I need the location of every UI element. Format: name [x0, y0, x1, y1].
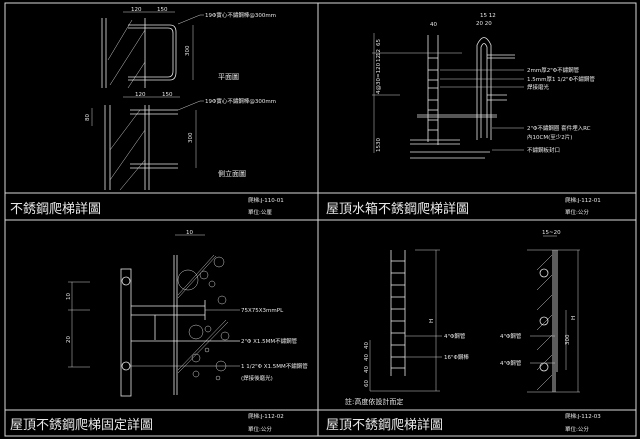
label-4in-pipe-side-b: 4"Φ鋼管 [500, 359, 522, 367]
dim-80-elev: 80 [85, 114, 91, 121]
dim-4at30: 4@30=120 [376, 62, 382, 94]
dim-300: 300 [565, 334, 571, 345]
label-4in-pipe-front: 4"Φ鋼管 [444, 332, 466, 340]
drawing-unit: 單位:公厘 [248, 208, 272, 216]
label-1-5in-pipe: 1 1/2"Φ X1.5MM不鏽鋼管 [241, 362, 308, 370]
dim-10-top: 10 [186, 230, 193, 236]
drawing-title: 屋頂水箱不銹鋼爬梯詳圖 [326, 201, 469, 217]
plan-view-label: 平面圖 [218, 73, 239, 81]
dim-40c: 40 [364, 366, 370, 373]
drawing-code: 爬梯:J-112-03 [565, 412, 601, 420]
label-weld: (焊接後磨光) [241, 374, 273, 382]
dim-60: 60 [364, 380, 370, 387]
drawing-code: 爬梯:J-110-01 [248, 196, 284, 204]
dim-h-front: H [429, 319, 435, 323]
dim-10-vertical: 10 [66, 293, 72, 300]
panel-roof-ladder-detail: H H 15~20 300 40 40 40 60 4"Φ鋼管 16"Φ鋼棒 4… [326, 230, 601, 433]
dim-120-plan: 120 [131, 7, 142, 13]
dim-40: 40 [430, 22, 437, 28]
concrete-aggregate [177, 254, 230, 381]
drawing-unit: 單位:公分 [565, 425, 589, 433]
label-2in-pipe: 2"Φ X1.5MM不鏽鋼管 [241, 337, 298, 345]
drawing-title: 不銹鋼爬梯詳圖 [10, 201, 101, 217]
label-ring-2: 內10CM(至少2片) [527, 133, 572, 141]
dim-h-side: H [571, 316, 577, 320]
ladder-rail-section [120, 268, 132, 397]
ladder-front-view [390, 250, 406, 376]
label-cap: 不鏽鋼板封口 [527, 146, 560, 154]
dim-15-12: 15 12 [480, 13, 496, 19]
panel-stainless-ladder-detail: 120 150 300 120 150 300 80 19Φ實心不鏽鋼棒@300… [10, 7, 284, 217]
drawing-unit: 單位:公分 [565, 208, 589, 216]
dim-20-20: 20 20 [476, 21, 492, 27]
dim-15: 15 [376, 145, 382, 152]
drawing-code: 爬梯:J-112-02 [248, 412, 284, 420]
label-ring: 2"Φ不鏽鋼圈 套件埋入RC [527, 124, 591, 132]
dim-40b: 40 [364, 354, 370, 361]
rod-label-plan: 19Φ實心不鏽鋼棒@300mm [205, 11, 276, 19]
ladder-rungs [428, 57, 438, 131]
label-16-rod: 16"Φ鋼棒 [444, 353, 469, 361]
dim-150-plan: 150 [157, 7, 168, 13]
dim-150-elev: 150 [162, 92, 173, 98]
rod-label-elev: 19Φ實心不鏽鋼棒@300mm [205, 97, 276, 105]
drawing-title: 屋頂不銹鋼爬梯固定詳圖 [10, 417, 153, 433]
dim-40a: 40 [364, 342, 370, 349]
label-2in-pipe: 2mm厚2"Φ不鏽鋼管 [527, 66, 580, 74]
dim-12b: 12 [376, 55, 382, 62]
panel-ladder-fixing-detail: 10 10 20 75X75X3mmPL 2"Φ X1.5MM不鏽鋼管 1 1/… [10, 230, 308, 433]
dim-65: 65 [376, 39, 382, 46]
wall-elevation-hatch [104, 105, 150, 191]
dim-300-elev: 300 [188, 132, 194, 143]
dim-30: 30 [376, 138, 382, 145]
label-1-5in-pipe: 1.5mm厚1 1/2"Φ不鏽鋼管 [527, 75, 595, 83]
handrail-hook [476, 37, 492, 140]
side-view-label: 側立面圖 [218, 169, 246, 178]
dim-15-20: 15~20 [542, 230, 561, 236]
dim-120-elev: 120 [135, 92, 146, 98]
drawing-title: 屋頂不銹鋼爬梯詳圖 [326, 417, 443, 433]
panel-roof-tank-ladder-detail: 40 15 12 20 20 65 12 12 4@30=120 30 15 2… [326, 13, 601, 217]
dim-300-plan: 300 [185, 45, 191, 56]
label-weld: 焊接磨光 [527, 83, 550, 91]
wall-section-hatch [536, 250, 556, 392]
rung-plan [128, 24, 177, 81]
drawing-unit: 單位:公分 [248, 425, 272, 433]
dim-20-vertical: 20 [66, 336, 72, 343]
height-note: 註:高度依設計而定 [345, 397, 403, 406]
label-plate: 75X75X3mmPL [241, 308, 284, 314]
dim-12a: 12 [376, 49, 382, 56]
wall-plan-hatch [101, 18, 146, 89]
drawing-code: 爬梯:J-112-01 [565, 196, 601, 204]
label-4in-pipe-side-a: 4"Φ鋼管 [500, 332, 522, 340]
